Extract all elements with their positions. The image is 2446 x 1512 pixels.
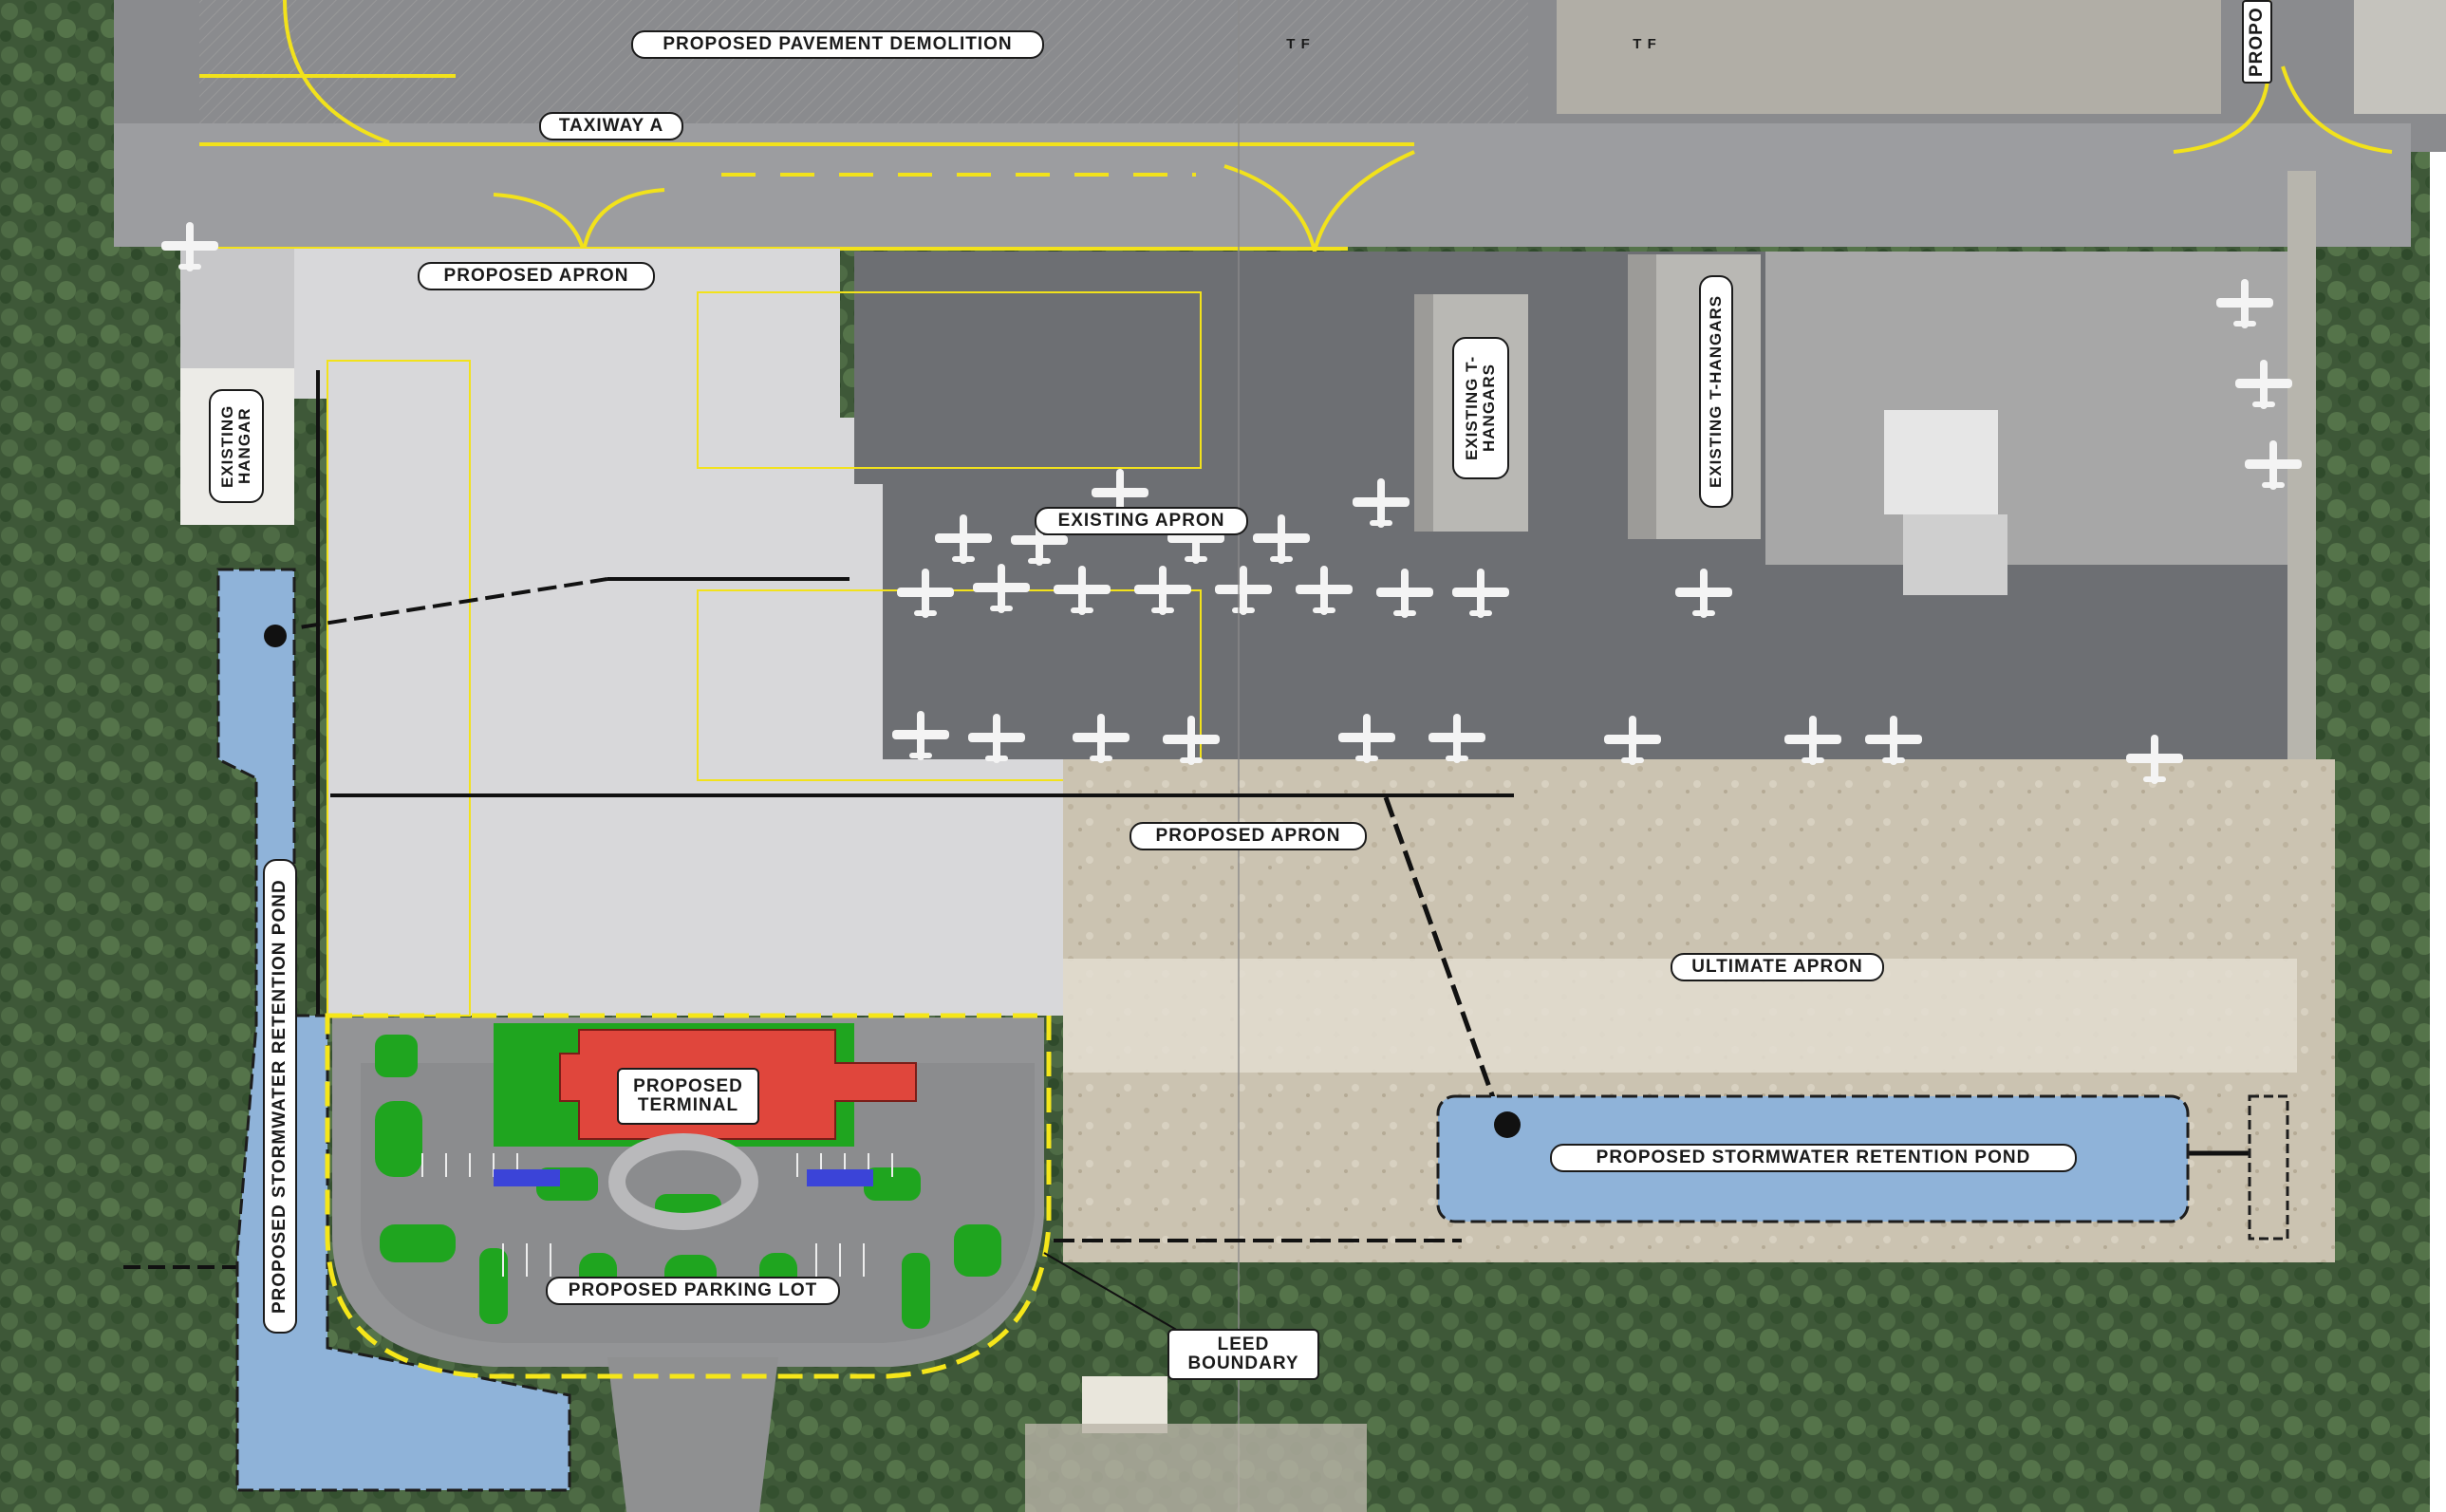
apron-outline-box-1: [697, 291, 1202, 469]
existing-apron-east: [1765, 252, 2287, 565]
label-proposed-terminal: PROPOSED TERMINAL: [617, 1068, 759, 1125]
label-stormwater-pond-east: PROPOSED STORMWATER RETENTION POND: [1550, 1144, 2077, 1172]
label-proposed-apron-south: PROPOSED APRON: [1130, 822, 1367, 850]
label-dim-mark-2: T F: [1633, 36, 1657, 53]
label-proposed-apron-north: PROPOSED APRON: [418, 262, 655, 290]
label-ultimate-apron: ULTIMATE APRON: [1671, 953, 1884, 981]
label-existing-thangars-2: EXISTING T-HANGARS: [1699, 275, 1733, 508]
label-leed-boundary: LEED BOUNDARY: [1167, 1329, 1319, 1380]
apron-outline-box-3: [327, 360, 471, 1017]
northeast-pad-2: [2354, 0, 2446, 114]
label-existing-hangar: EXISTING HANGAR: [209, 389, 264, 503]
drainage-pipes: [123, 370, 2250, 1269]
label-dim-mark-1: T F: [1286, 36, 1311, 53]
northeast-pad: [1557, 0, 2221, 114]
inlet-structure-east: [1494, 1111, 1521, 1138]
label-existing-thangars-1: EXISTING T-HANGARS: [1452, 337, 1509, 479]
white-margin-right: [2430, 0, 2446, 1512]
label-stormwater-pond-west: PROPOSED STORMWATER RETENTION POND: [263, 859, 297, 1334]
label-existing-apron: EXISTING APRON: [1035, 507, 1248, 535]
pond-outfall-east: [2248, 1094, 2289, 1241]
south-clearing: [1025, 1424, 1367, 1512]
entrance-drive: [607, 1357, 778, 1512]
label-parking-lot: PROPOSED PARKING LOT: [546, 1277, 840, 1305]
fbo-building-annex: [1903, 514, 2007, 595]
label-pavement-demolition: PROPOSED PAVEMENT DEMOLITION: [631, 30, 1044, 59]
label-edge-clipped: PROPO: [2242, 0, 2272, 84]
accessible-parking: [494, 1169, 873, 1186]
landscape-islands: [375, 1035, 1001, 1329]
label-taxiway-a: TAXIWAY A: [539, 112, 683, 140]
leed-boundary: [325, 1013, 1052, 1379]
taxiway-a: [114, 123, 2411, 247]
leed-boundary-leader: [1043, 1252, 1192, 1339]
inlet-structure-west: [264, 625, 287, 647]
fbo-building: [1884, 410, 1998, 514]
terminal-roundabout: [608, 1133, 758, 1230]
existing-apron-edge: [2287, 171, 2316, 769]
